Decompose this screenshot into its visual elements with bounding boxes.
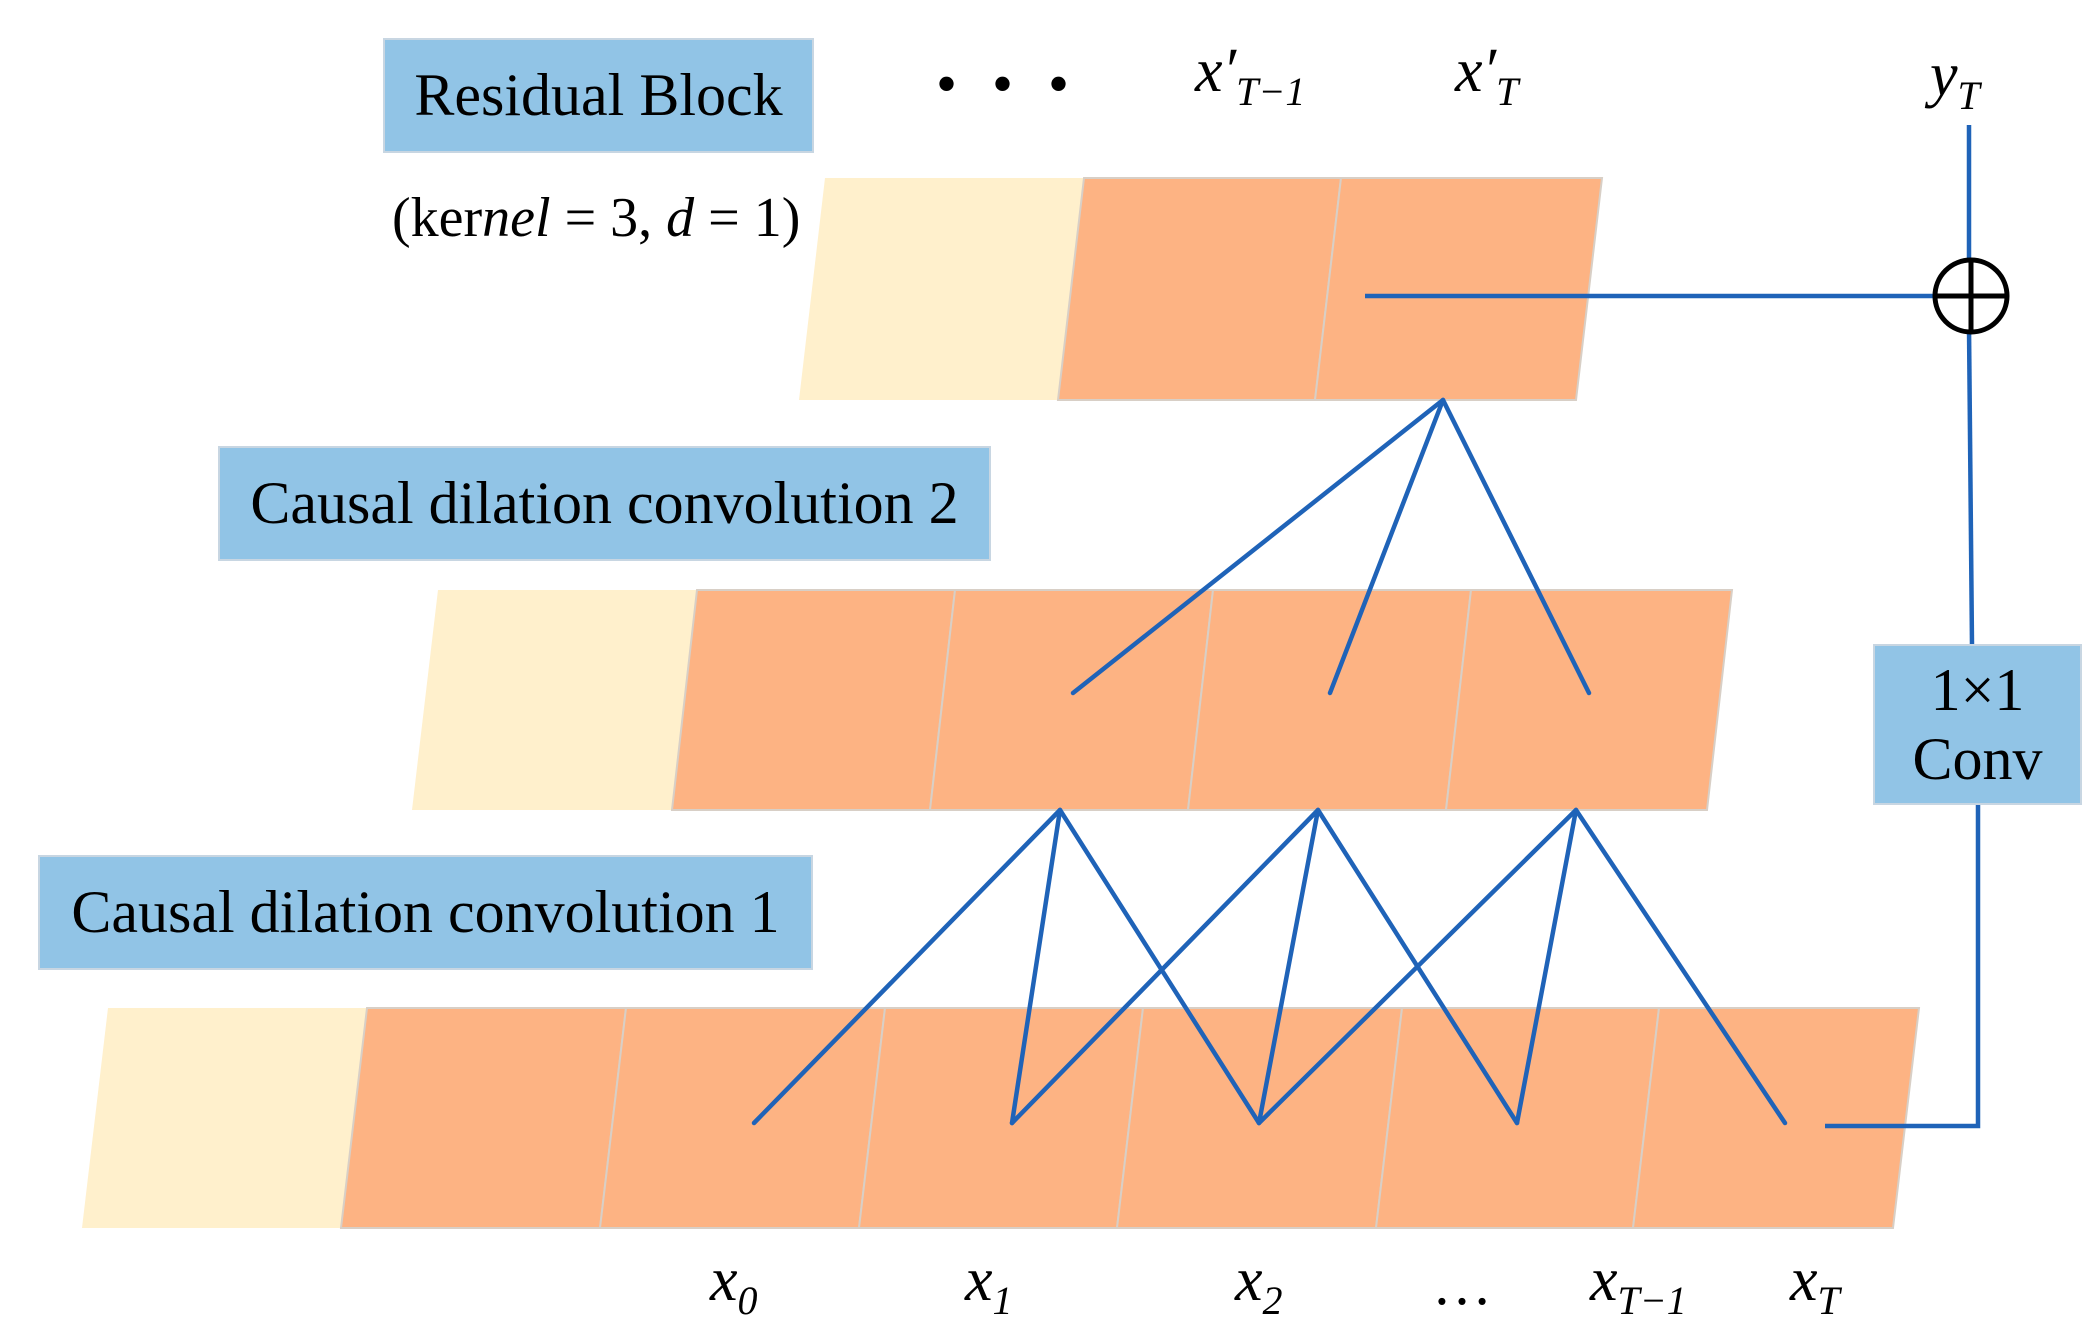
conn-c-2 bbox=[1514, 807, 1579, 1126]
output-xprime-t: x′T bbox=[1455, 37, 1519, 114]
input-x1: x1 bbox=[965, 1246, 1013, 1323]
output-xprime-t-minus-1: x′T−1 bbox=[1195, 37, 1306, 114]
layer-bottom-cell-3 bbox=[857, 1007, 1145, 1229]
residual-block-label: Residual Block bbox=[383, 38, 814, 153]
layer-top-cell-1 bbox=[1056, 177, 1343, 401]
kernel-annotation: (kernel = 3, d = 1) bbox=[392, 187, 801, 249]
layer-middle-cell-3 bbox=[1186, 589, 1473, 811]
conn-a-1 bbox=[751, 807, 1063, 1126]
causal-conv-2-text: Causal dilation convolution 2 bbox=[250, 470, 959, 536]
layer-middle-padding-cell bbox=[412, 590, 697, 810]
causal-conv-1-label: Causal dilation convolution 1 bbox=[38, 855, 813, 970]
input-x0: x0 bbox=[710, 1246, 758, 1323]
conn-b-1 bbox=[1009, 807, 1321, 1126]
layer-middle-cell-4 bbox=[1444, 589, 1734, 811]
conn-top-mid bbox=[1327, 397, 1446, 696]
top-ellipsis: • • • bbox=[936, 51, 1080, 117]
layer-middle bbox=[412, 589, 1734, 811]
output-y-t: yT bbox=[1930, 41, 1980, 118]
bottom-ellipsis: … bbox=[1432, 1251, 1502, 1317]
conn-c-3 bbox=[1573, 807, 1788, 1126]
conn-a-2 bbox=[1009, 807, 1063, 1126]
conn-b-2 bbox=[1256, 807, 1321, 1126]
adder-icon bbox=[1932, 257, 2010, 335]
input-x-t-minus-1: xT−1 bbox=[1590, 1246, 1687, 1323]
connections-bottom bbox=[751, 807, 1788, 1126]
one-by-one-conv-box: 1×1 Conv bbox=[1873, 644, 2082, 805]
layer-bottom bbox=[82, 1007, 1921, 1229]
conv-line-1: 1×1 bbox=[1930, 656, 2025, 723]
residual-block-text: Residual Block bbox=[414, 62, 783, 128]
layer-bottom-cell-6 bbox=[1631, 1007, 1921, 1229]
residual-conv-to-adder bbox=[1966, 326, 1975, 647]
layer-top-padding-cell bbox=[799, 178, 1084, 400]
input-x2: x2 bbox=[1235, 1246, 1283, 1323]
connections-top bbox=[1070, 397, 1592, 696]
layer-top bbox=[799, 177, 1604, 401]
layer-top-cell-2 bbox=[1313, 177, 1604, 401]
conn-top-left bbox=[1070, 397, 1446, 696]
causal-conv-1-text: Causal dilation convolution 1 bbox=[71, 879, 780, 945]
input-x-t: xT bbox=[1790, 1246, 1840, 1323]
layer-middle-cell-1 bbox=[670, 589, 957, 811]
residual-input-line bbox=[1825, 804, 1981, 1129]
conn-a-3 bbox=[1057, 807, 1262, 1126]
layer-bottom-cell-2 bbox=[598, 1007, 887, 1229]
conv-line-2: Conv bbox=[1912, 725, 2043, 792]
residual-path bbox=[1365, 125, 1981, 1129]
causal-conv-2-label: Causal dilation convolution 2 bbox=[218, 446, 991, 561]
layer-middle-cell-2 bbox=[928, 589, 1215, 811]
layer-bottom-padding-cell bbox=[82, 1008, 367, 1228]
layer-bottom-cell-1 bbox=[339, 1007, 628, 1229]
conn-top-right bbox=[1440, 397, 1592, 696]
conn-c-1 bbox=[1256, 807, 1579, 1126]
